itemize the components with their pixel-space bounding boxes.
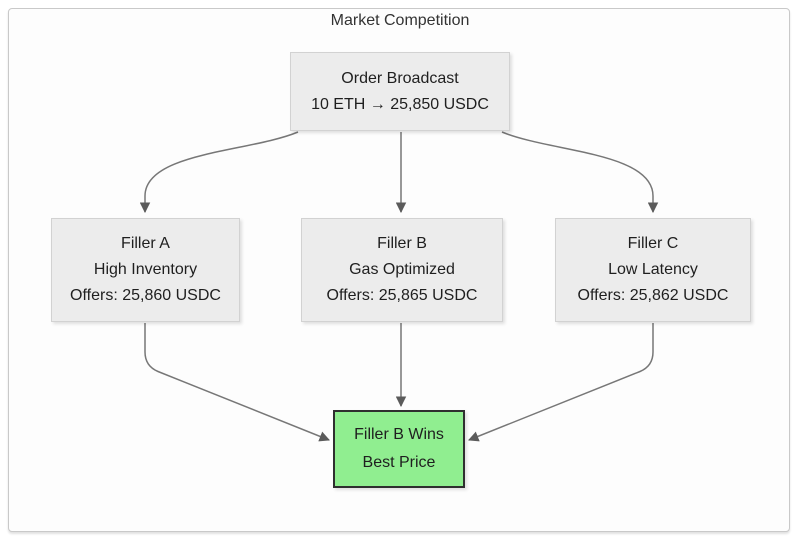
filler-b-offer: Offers: 25,865 USDC [326,287,478,304]
filler-a-name: Filler A [121,235,170,252]
filler-a-offer: Offers: 25,860 USDC [70,287,221,304]
filler-a-trait: High Inventory [93,261,198,278]
filler-c-trait: Low Latency [608,261,698,278]
filler-c-offer: Offers: 25,862 USDC [577,287,729,304]
order-broadcast-title: Order Broadcast [341,69,459,87]
filler-c-name: Filler C [627,235,679,252]
order-broadcast-node: Order Broadcast 10 ETH → 25,850 USDC [290,52,510,131]
winner-node: Filler B Wins Best Price [333,410,465,488]
filler-c-node: Filler C Low Latency Offers: 25,862 USDC [555,218,751,322]
filler-b-trait: Gas Optimized [349,261,455,278]
filler-a-node: Filler A High Inventory Offers: 25,860 U… [51,218,240,322]
filler-b-name: Filler B [377,235,427,252]
filler-b-node: Filler B Gas Optimized Offers: 25,865 US… [301,218,503,322]
winner-line2: Best Price [362,454,436,471]
diagram-title: Market Competition [330,12,470,29]
order-broadcast-amount: 10 ETH → 25,850 USDC [311,95,489,113]
winner-line1: Filler B Wins [354,426,444,443]
